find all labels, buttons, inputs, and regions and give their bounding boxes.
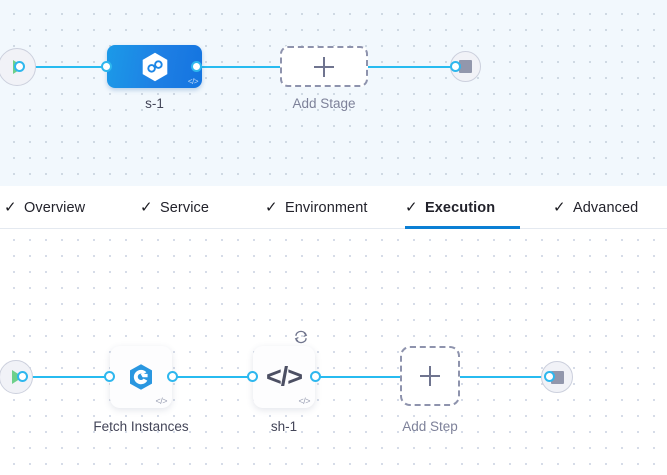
- edge-add-to-end: [458, 376, 550, 378]
- step-end-input-port[interactable]: [544, 371, 555, 382]
- stop-icon: [459, 60, 472, 73]
- edge-start-to-stage: [22, 66, 114, 68]
- tab-execution[interactable]: ✓ Execution: [405, 186, 520, 229]
- config-tab-bar[interactable]: ✓ Overview ✓ Service ✓ Environment ✓ Exe…: [0, 186, 667, 229]
- stage-graph-canvas[interactable]: </> s-1 Add Stage: [0, 0, 667, 186]
- sh1-output-port[interactable]: [310, 371, 321, 382]
- step-label-fetch-instances: Fetch Instances: [93, 419, 189, 434]
- check-icon: ✓: [405, 199, 418, 216]
- tab-advanced-label: Advanced: [573, 199, 639, 216]
- step-node-sh-1[interactable]: </> </>: [253, 330, 315, 408]
- step-code-icon: </>: [155, 396, 167, 406]
- stage-end-node[interactable]: [450, 51, 481, 82]
- tab-service[interactable]: ✓ Service: [140, 186, 222, 229]
- stage-input-port[interactable]: [101, 61, 112, 72]
- check-icon: ✓: [4, 199, 17, 216]
- code-icon: </>: [265, 361, 303, 392]
- edge-add-to-end: [368, 66, 456, 68]
- edge-fetch-to-sh1: [173, 376, 257, 378]
- add-step-label: Add Step: [402, 419, 458, 434]
- stage-output-port[interactable]: [191, 61, 202, 72]
- add-stage-label: Add Stage: [292, 96, 356, 111]
- tab-underline: [405, 226, 520, 229]
- tab-environment-label: Environment: [285, 199, 368, 216]
- edge-sh1-to-add: [316, 376, 400, 378]
- check-icon: ✓: [553, 199, 566, 216]
- stage-end-input-port[interactable]: [450, 61, 461, 72]
- edge-stage-to-add: [196, 66, 282, 68]
- plus-icon: [420, 366, 440, 386]
- tab-execution-label: Execution: [425, 199, 496, 216]
- plus-icon: [314, 56, 334, 77]
- stage-node-s-1[interactable]: </>: [107, 45, 202, 88]
- stage-node-label: s-1: [145, 96, 164, 111]
- sh1-input-port[interactable]: [247, 371, 258, 382]
- tab-advanced[interactable]: ✓ Advanced: [553, 186, 658, 229]
- fetch-output-port[interactable]: [167, 371, 178, 382]
- edge-start-to-fetch: [24, 376, 116, 378]
- check-icon: ✓: [265, 199, 278, 216]
- step-code-icon: </>: [298, 396, 310, 406]
- gcp-swirl-icon: [130, 364, 152, 390]
- step-start-output-port[interactable]: [17, 371, 28, 382]
- stage-code-icon: </>: [187, 77, 199, 86]
- hexagon-infinity-icon: [142, 52, 167, 81]
- tab-overview-label: Overview: [24, 199, 86, 216]
- step-graph-canvas[interactable]: </> Fetch Instances </> </> sh-1 Add: [0, 229, 667, 475]
- retry-loop-icon: [294, 330, 308, 344]
- step-node-fetch-instances[interactable]: </>: [110, 346, 172, 408]
- add-step-button[interactable]: [400, 346, 460, 406]
- step-label-sh-1: sh-1: [270, 419, 298, 434]
- fetch-input-port[interactable]: [104, 371, 115, 382]
- tab-service-label: Service: [160, 199, 210, 216]
- stage-start-output-port[interactable]: [14, 61, 25, 72]
- tab-overview[interactable]: ✓ Overview: [0, 186, 96, 229]
- check-icon: ✓: [140, 199, 153, 216]
- add-stage-button[interactable]: [280, 46, 368, 87]
- tab-environment[interactable]: ✓ Environment: [265, 186, 383, 229]
